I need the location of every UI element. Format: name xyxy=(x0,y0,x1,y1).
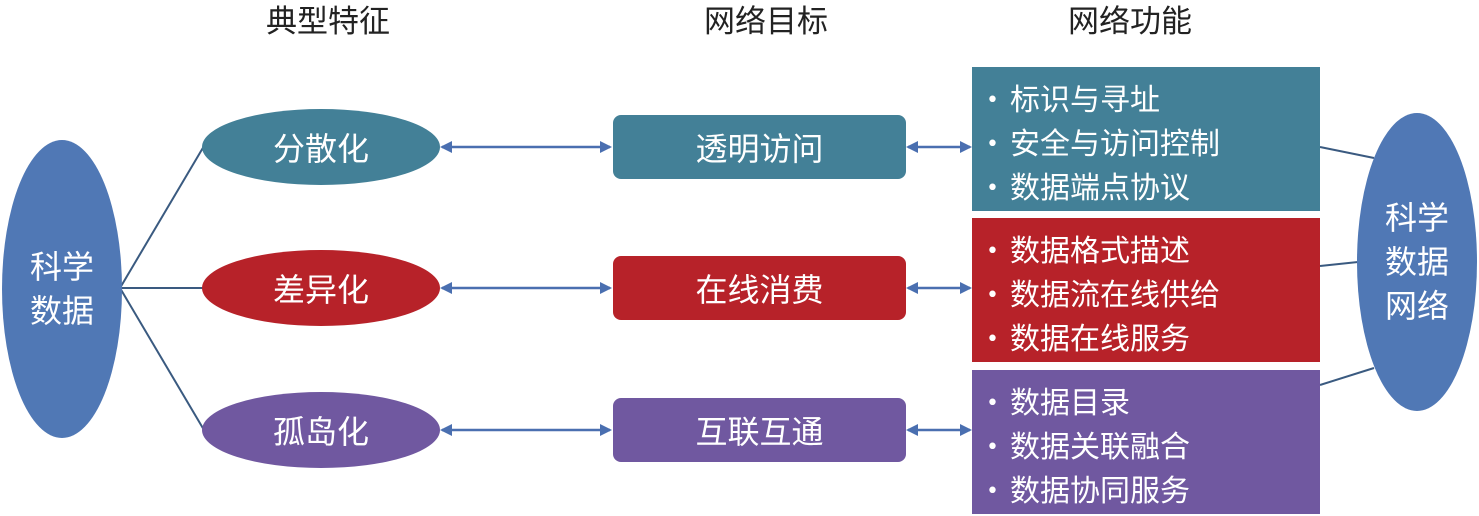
function-item: • 数据目录 xyxy=(986,382,1320,426)
source-ellipse-science-data: 科学 数据 xyxy=(2,140,122,438)
connector-line xyxy=(1319,146,1375,159)
goal-box-online-consumption: 在线消费 xyxy=(613,256,906,320)
feature-ellipse-isolated: 孤岛化 xyxy=(202,392,440,468)
bullet-icon: • xyxy=(986,176,999,201)
connector-line xyxy=(119,287,205,431)
goal-box-interconnection: 互联互通 xyxy=(613,398,906,462)
bullet-icon: • xyxy=(986,283,999,308)
function-label: 数据格式描述 xyxy=(1010,234,1190,269)
target-label-line1: 科学 xyxy=(1384,199,1449,237)
bullet-icon: • xyxy=(986,479,999,504)
goal-box-transparent-access: 透明访问 xyxy=(613,115,906,179)
function-item: • 数据在线服务 xyxy=(986,318,1320,362)
function-box-1: • 标识与寻址 • 安全与访问控制 • 数据端点协议 xyxy=(972,67,1320,211)
function-label: 数据端点协议 xyxy=(1010,171,1190,206)
function-label: 数据协同服务 xyxy=(1010,474,1190,509)
function-item: • 安全与访问控制 xyxy=(986,123,1320,167)
feature-ellipse-decentralized: 分散化 xyxy=(202,109,440,185)
function-item: • 数据格式描述 xyxy=(986,230,1320,274)
function-label: 数据在线服务 xyxy=(1010,322,1190,357)
function-label: 数据目录 xyxy=(1010,386,1130,421)
function-label: 数据关联融合 xyxy=(1010,430,1190,465)
function-item: • 数据流在线供给 xyxy=(986,274,1320,318)
function-label: 数据流在线供给 xyxy=(1010,278,1220,313)
function-item: • 数据协同服务 xyxy=(986,470,1320,514)
header-functions: 网络功能 xyxy=(1068,4,1192,40)
connector-line xyxy=(1319,261,1359,267)
bullet-icon: • xyxy=(986,435,999,460)
target-label-line2: 数据 xyxy=(1384,243,1449,281)
target-ellipse-science-data-network: 科学 数据 网络 xyxy=(1357,113,1477,411)
bullet-icon: • xyxy=(986,239,999,264)
header-features: 典型特征 xyxy=(266,4,390,40)
bullet-icon: • xyxy=(986,391,999,416)
function-item: • 标识与寻址 xyxy=(986,79,1320,123)
source-label-line1: 科学 xyxy=(29,248,94,286)
bullet-icon: • xyxy=(986,327,999,352)
connector-line xyxy=(1319,367,1375,386)
function-label: 安全与访问控制 xyxy=(1010,127,1220,162)
function-label: 标识与寻址 xyxy=(1010,83,1160,118)
function-item: • 数据端点协议 xyxy=(986,167,1320,211)
header-goals: 网络目标 xyxy=(704,4,828,40)
function-box-2: • 数据格式描述 • 数据流在线供给 • 数据在线服务 xyxy=(972,218,1320,362)
feature-ellipse-heterogeneous: 差异化 xyxy=(202,250,440,326)
source-label-line2: 数据 xyxy=(29,292,94,330)
connector-line xyxy=(119,145,205,289)
bullet-icon: • xyxy=(986,132,999,157)
bullet-icon: • xyxy=(986,88,999,113)
target-label-line3: 网络 xyxy=(1384,287,1449,325)
function-box-3: • 数据目录 • 数据关联融合 • 数据协同服务 xyxy=(972,370,1320,514)
function-item: • 数据关联融合 xyxy=(986,426,1320,470)
